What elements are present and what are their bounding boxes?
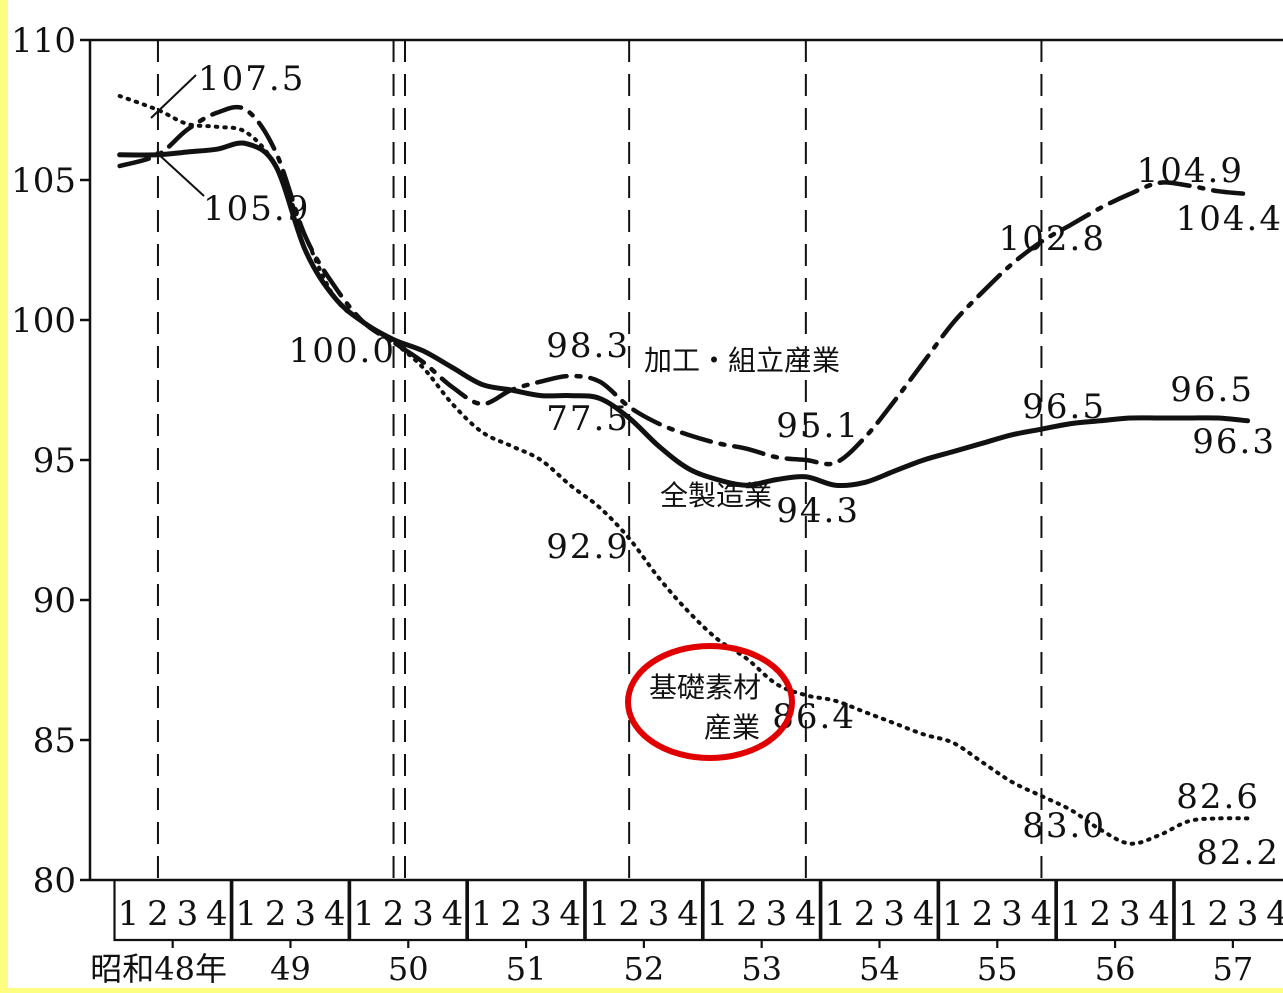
quarter-tick-label-13: 2 <box>501 894 523 934</box>
quarter-tick-label-34: 3 <box>1119 894 1141 934</box>
quarter-tick-label-10: 3 <box>412 894 434 934</box>
quarter-tick-label-29: 2 <box>972 894 994 934</box>
quarter-tick-label-20: 1 <box>707 894 729 934</box>
series-line-0 <box>117 140 1251 488</box>
quarter-tick-label-4: 1 <box>235 894 257 934</box>
series-labels: 加工・組立産業 全製造業 基礎素材 産業 <box>644 344 840 744</box>
y-tick-label-2: 90 <box>33 581 76 621</box>
data-label-8: 86.4 <box>772 697 856 737</box>
year-label-3: 51 <box>506 950 547 988</box>
series-line-1 <box>117 104 1250 467</box>
data-label-1: 105.9 <box>203 189 310 229</box>
highlight-circle <box>625 643 795 761</box>
data-label-9: 83.0 <box>1022 806 1106 846</box>
quarter-tick-label-0: 1 <box>118 894 140 934</box>
data-label-0: 107.5 <box>198 59 305 99</box>
year-label-4: 52 <box>624 950 665 988</box>
quarter-tick-label-35: 4 <box>1148 894 1170 934</box>
quarter-tick-label-24: 1 <box>824 894 846 934</box>
year-label-5: 53 <box>741 950 782 988</box>
quarter-tick-label-36: 1 <box>1178 894 1200 934</box>
data-label-5: 95.1 <box>776 406 860 446</box>
series-label-kako: 加工・組立産業 <box>644 344 840 377</box>
quarter-tick-label-14: 3 <box>530 894 552 934</box>
series-label-kiso-line1: 基礎素材 <box>649 671 761 704</box>
quarter-tick-label-21: 2 <box>736 894 758 934</box>
quarter-tick-label-25: 2 <box>854 894 876 934</box>
data-label-10: 102.8 <box>999 219 1106 259</box>
leader-line-105-9 <box>155 151 205 197</box>
quarter-tick-label-28: 1 <box>942 894 964 934</box>
year-label-7: 55 <box>977 950 1018 988</box>
quarter-tick-label-7: 4 <box>324 894 346 934</box>
data-label-4: 77.5 <box>546 399 630 439</box>
data-label-16: 82.6 <box>1176 777 1260 817</box>
quarter-tick-label-5: 2 <box>265 894 287 934</box>
quarter-tick-label-30: 3 <box>1001 894 1023 934</box>
grid-lines <box>156 40 1043 880</box>
quarter-tick-label-39: 4 <box>1266 894 1283 934</box>
quarter-tick-label-8: 1 <box>353 894 375 934</box>
quarter-tick-label-22: 3 <box>766 894 788 934</box>
quarter-tick-label-38: 3 <box>1237 894 1259 934</box>
data-label-15: 96.3 <box>1192 422 1276 462</box>
quarter-tick-label-2: 3 <box>177 894 199 934</box>
year-label-8: 56 <box>1095 950 1136 988</box>
data-label-14: 96.5 <box>1170 370 1254 410</box>
series-lines <box>117 94 1251 846</box>
y-tick-label-4: 100 <box>11 301 76 341</box>
series-line-2 <box>117 94 1250 846</box>
data-label-17: 82.2 <box>1196 833 1280 873</box>
data-label-2: 100.0 <box>289 331 396 371</box>
quarter-tick-label-15: 4 <box>559 894 581 934</box>
quarter-tick-label-6: 3 <box>294 894 316 934</box>
data-label-12: 104.4 <box>1176 199 1283 239</box>
y-tick-label-1: 85 <box>33 721 76 761</box>
quarter-tick-label-12: 1 <box>471 894 493 934</box>
quarter-tick-label-3: 4 <box>206 894 228 934</box>
data-label-7: 92.9 <box>546 527 630 567</box>
quarter-tick-label-33: 2 <box>1090 894 1112 934</box>
quarter-tick-label-18: 3 <box>648 894 670 934</box>
data-label-3: 98.3 <box>546 326 630 366</box>
year-label-2: 50 <box>388 950 429 988</box>
year-label-6: 54 <box>859 950 900 988</box>
quarter-tick-label-27: 4 <box>913 894 935 934</box>
data-label-13: 96.5 <box>1022 387 1106 427</box>
quarter-tick-label-1: 2 <box>147 894 169 934</box>
year-label-9: 57 <box>1213 950 1254 988</box>
y-tick-label-6: 110 <box>11 21 76 61</box>
y-tick-label-3: 95 <box>33 441 76 481</box>
data-label-11: 104.9 <box>1137 151 1244 191</box>
y-tick-label-0: 80 <box>33 861 76 901</box>
series-label-zen: 全製造業 <box>660 479 772 512</box>
series-label-kiso-line2: 産業 <box>704 711 760 744</box>
leader-line-107-5 <box>150 74 197 119</box>
quarter-tick-label-16: 1 <box>589 894 611 934</box>
quarter-tick-label-17: 2 <box>618 894 640 934</box>
annotations: 107.5 105.9 100.0 98.3 77.5 95.1 94.3 92.9 86.4 8… <box>150 59 1283 873</box>
quarter-tick-label-31: 4 <box>1031 894 1053 934</box>
year-label-0: 昭和48年 <box>90 950 227 988</box>
quarter-tick-label-23: 4 <box>795 894 817 934</box>
quarter-tick-label-37: 2 <box>1207 894 1229 934</box>
quarter-tick-label-11: 4 <box>442 894 464 934</box>
y-tick-label-5: 105 <box>11 161 76 201</box>
quarter-tick-label-32: 1 <box>1060 894 1082 934</box>
data-label-6: 94.3 <box>776 491 860 531</box>
quarter-tick-label-26: 3 <box>883 894 905 934</box>
year-label-1: 49 <box>270 950 311 988</box>
quarter-tick-label-19: 4 <box>677 894 699 934</box>
quarter-tick-label-9: 2 <box>383 894 405 934</box>
